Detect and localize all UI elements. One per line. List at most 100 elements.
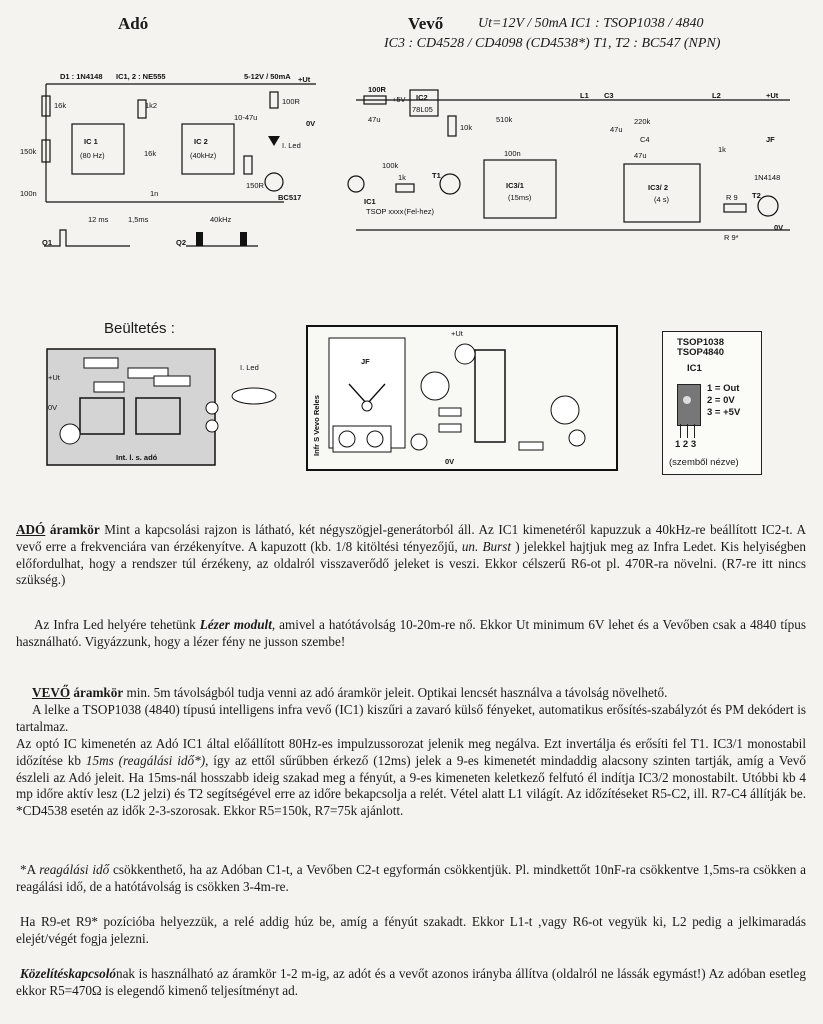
label-150r: 150R [246, 181, 265, 190]
pcb1-ut: +Ut [48, 373, 61, 382]
label-d1: D1 : 1N4148 [60, 72, 103, 81]
label-100r: 100R [282, 97, 301, 106]
reagalasi-text-b: csökkenthető, ha az Adóban C1-t, a Vevőb… [16, 862, 807, 894]
label-40khz: 40kHz [210, 215, 232, 224]
paragraph-opto: Az optó IC kimenetén az Adó IC1 által el… [16, 736, 806, 820]
label-15ms: 1,5ms [128, 215, 149, 224]
label-v1n4148: 1N4148 [754, 173, 780, 182]
vevo-spec-line2: IC3 : CD4528 / CD4098 (CD4538*) T1, T2 :… [384, 36, 721, 51]
paragraph-tsop: A lelke a TSOP1038 (4840) típusú intelli… [16, 702, 806, 736]
label-0v: 0V [306, 119, 315, 128]
label-v47u2: 47u [610, 125, 623, 134]
pcb1-label: Int. l. s. adó [116, 453, 158, 462]
ado-text-b: ) jelekkel hajtjuk meg az Infra Ledet. K… [16, 538, 806, 588]
vevo-title: Vevő [408, 14, 444, 33]
vevo-text-a: min. 5m távolságból tudja venni az adó á… [123, 685, 668, 700]
label-vr9: R 9 [726, 193, 738, 202]
label-ic1-freq: (80 Hz) [80, 151, 105, 160]
label-100n: 100n [20, 189, 37, 198]
paragraph-vevo: VEVŐ áramkör min. 5m távolságból tudja v… [16, 685, 806, 702]
pinout-title2: TSOP4840 [677, 347, 724, 358]
kozelites-text-bold: Közelítéskapcsoló [20, 966, 116, 981]
opto-text-italic: 15ms (reagálási idő*) [85, 752, 206, 768]
label-vjf: JF [766, 135, 775, 144]
paragraph-reagalasi: *A reagálási idő csökkenthető, ha az Adó… [16, 862, 806, 896]
opto-text-b: , így az ettől sűrűbben érkező (12ms) je… [16, 752, 806, 819]
label-vtsop: TSOP xxxx [366, 207, 404, 216]
label-v4s: (4 s) [654, 195, 670, 204]
pcb2-label: Infr S Vevo Reles [312, 395, 321, 456]
ado-text-a: Mint a kapcsolási rajzon is látható, két… [16, 522, 806, 554]
pinout-pin3: 3 = +5V [707, 407, 741, 418]
label-vut: +Ut [766, 91, 779, 100]
label-vc3: C3 [604, 91, 614, 100]
tsop-text: A lelke a TSOP1038 (4840) típusú intelli… [16, 702, 806, 734]
label-vc4: C4 [640, 135, 650, 144]
label-v47u3: 47u [634, 151, 647, 160]
pinout-ic: IC1 [687, 363, 702, 374]
label-v15ms: (15ms) [508, 193, 532, 202]
beultetes-title: Beültetés : [104, 320, 175, 337]
label-v100n: 100n [504, 149, 521, 158]
label-ic1: IC 1 [84, 137, 98, 146]
vevo-pcb-layout: Infr S Vevo Reles JF +Ut 0V [306, 325, 618, 471]
label-16k: 16k [54, 101, 66, 110]
label-v7805: 78L05 [412, 105, 433, 114]
paragraph-lezer: Az Infra Led helyére tehetünk Lézer modu… [16, 617, 806, 651]
label-v10k: 10k [460, 123, 472, 132]
opto-text-a: Az optó IC kimenetén az Adó IC1 által el… [16, 736, 806, 768]
label-q1: Q1 [42, 238, 52, 247]
ado-heading-suffix: áramkör [45, 522, 100, 537]
label-vl1: L1 [580, 91, 589, 100]
vevo-schematic: 100R +5V IC2 78L05 47u 10k 100k IC1 TSOP… [347, 85, 790, 242]
circuit-schematics: D1 : 1N4148 IC1, 2 : NE555 5-12V / 50mA … [20, 72, 790, 247]
label-vic31: IC3/1 [506, 181, 524, 190]
label-v5v: +5V [392, 95, 406, 104]
label-v47u: 47u [368, 115, 381, 124]
label-ic2-freq: (40kHz) [190, 151, 217, 160]
paragraph-ado: ADÓ áramkör Mint a kapcsolási rajzon is … [16, 522, 806, 589]
pcb2-jf: JF [361, 357, 370, 366]
label-vl2: L2 [712, 91, 721, 100]
paragraph-r9: Ha R9-et R9* pozícióba helyezzük, a relé… [16, 914, 806, 948]
label-vic32: IC3/ 2 [648, 183, 668, 192]
pcb1-0v: 0V [48, 403, 57, 412]
label-v100k: 100k [382, 161, 399, 170]
label-q2: Q2 [176, 238, 186, 247]
label-vt2: T2 [752, 191, 761, 200]
pcb2-ut: +Ut [451, 329, 464, 338]
ado-heading: ADÓ [16, 522, 46, 537]
label-vfelhez: (Fel-hez) [404, 207, 435, 216]
tsop-pinout-box: TSOP1038 TSOP4840 IC1 1 = Out 2 = 0V 3 =… [662, 331, 762, 475]
label-bc517: BC517 [278, 193, 301, 202]
lezer-text-b: , amivel a hatótávolság 10-20m-re nő. Ek… [16, 617, 806, 649]
label-v220k: 220k [634, 117, 651, 126]
reagalasi-text-italic: reagálási idő [39, 862, 110, 877]
label-vic2: IC2 [416, 93, 428, 102]
label-iled: I. Led [282, 141, 301, 150]
kozelites-text: nak is használható az áramkör 1-2 m-ig, … [16, 966, 806, 998]
label-ic2: IC 2 [194, 137, 208, 146]
vevo-heading: VEVŐ [32, 685, 71, 700]
label-v100r: 100R [368, 85, 387, 94]
ado-schematic: D1 : 1N4148 IC1, 2 : NE555 5-12V / 50mA … [20, 72, 316, 247]
ado-pcb-layout: +Ut 0V I. Led Int. l. s. adó [46, 348, 277, 466]
ado-text-burst: un. Burst [461, 538, 512, 554]
pinout-pin2: 2 = 0V [707, 395, 735, 406]
pinout-note: (szemből nézve) [669, 457, 739, 468]
label-16k-b: 16k [144, 149, 156, 158]
label-plus-ut: +Ut [298, 75, 311, 84]
reagalasi-text-a: *A [20, 862, 40, 877]
lezer-text-a: Az Infra Led helyére tehetünk [34, 617, 200, 632]
label-v1k: 1k [398, 173, 406, 182]
label-vr9s: R 9* [724, 233, 739, 242]
pinout-title1: TSOP1038 [677, 337, 724, 348]
pinout-pin1: 1 = Out [707, 383, 740, 394]
label-v0v: 0V [774, 223, 783, 232]
pcb2-0v: 0V [445, 457, 454, 466]
label-1n: 1n [150, 189, 158, 198]
label-supply: 5-12V / 50mA [244, 72, 291, 81]
ic-lens [683, 396, 691, 404]
ic-body [677, 384, 701, 426]
label-vt1: T1 [432, 171, 441, 180]
